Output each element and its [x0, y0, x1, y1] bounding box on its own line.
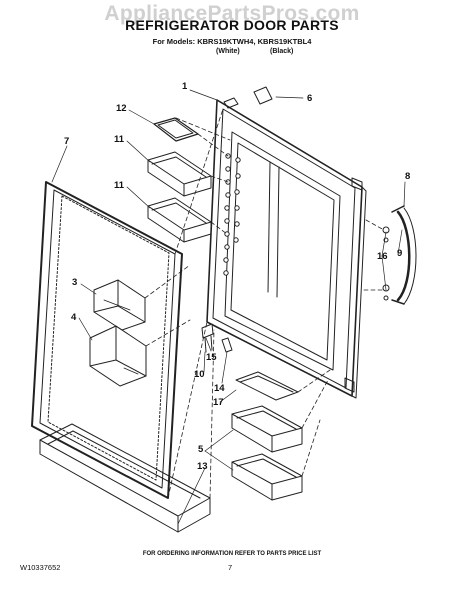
door-bin-lower — [147, 197, 212, 243]
callout-4: 4 — [71, 312, 77, 323]
leader-lines — [51, 89, 406, 525]
diagram-title: REFRIGERATOR DOOR PARTS — [125, 17, 339, 33]
ordering-note: FOR ORDERING INFORMATION REFER TO PARTS … — [142, 551, 322, 557]
callout-15: 15 — [206, 352, 217, 363]
plug-cap — [201, 323, 233, 353]
watermark: AppliancePartsPros.com — [104, 2, 360, 25]
callout-14: 14 — [214, 383, 225, 394]
callout-13: 13 — [197, 461, 208, 472]
models-line: For Models: KBRS19KTWH4, KBRS19KTBL4 — [152, 37, 312, 46]
dispenser-housing — [89, 325, 147, 387]
door-gasket — [31, 181, 183, 499]
nameplate — [253, 86, 273, 105]
callout-5: 5 — [198, 444, 204, 455]
page-number: 7 — [228, 563, 233, 572]
callout-17: 17 — [213, 397, 224, 408]
callout-3: 3 — [72, 277, 78, 288]
callout-7: 7 — [64, 136, 70, 147]
callout-6: 6 — [307, 93, 313, 104]
variant-black: (Black) — [270, 48, 294, 55]
dispenser-cover — [93, 279, 146, 331]
variant-white: (White) — [216, 48, 240, 55]
shelf-retainer — [235, 371, 299, 401]
callout-1: 1 — [182, 81, 188, 92]
callout-10: 10 — [194, 369, 205, 380]
callout-16: 16 — [377, 251, 388, 262]
door-frame — [206, 97, 367, 399]
callout-9: 9 — [397, 248, 403, 259]
door-bin-lower-right-1 — [231, 405, 303, 453]
door-bin-lower-right-2 — [231, 453, 303, 501]
callout-8: 8 — [405, 171, 411, 182]
assembly-lines — [144, 108, 385, 499]
door-handle — [391, 205, 417, 305]
bottom-door-bin — [39, 423, 211, 533]
document-number: W10337652 — [20, 563, 61, 572]
callout-11-upper: 11 — [114, 134, 125, 145]
shelf-support-clips — [223, 153, 241, 276]
callout-11-lower: 11 — [114, 180, 125, 191]
callout-12: 12 — [116, 103, 127, 114]
